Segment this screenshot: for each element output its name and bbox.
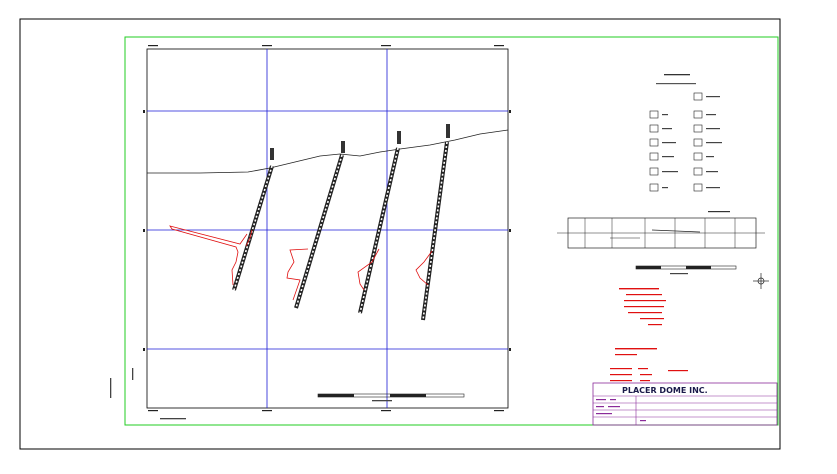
red-assay-plots <box>169 225 433 301</box>
drillhole-3 <box>358 131 401 314</box>
section-grid <box>147 49 508 408</box>
title-block: PLACER DOME INC. <box>592 382 778 426</box>
red-notes <box>610 288 688 382</box>
drillhole-2 <box>294 141 345 309</box>
company-name: PLACER DOME INC. <box>622 386 708 395</box>
green-border <box>124 36 779 426</box>
drillhole-1 <box>232 148 274 291</box>
plan-inset <box>557 211 769 289</box>
legend <box>649 74 722 192</box>
outer-border <box>19 18 781 450</box>
margin-labels <box>110 368 186 420</box>
grid-tick-labels <box>143 45 511 412</box>
topography-line <box>147 129 509 174</box>
drillhole-4 <box>421 124 450 321</box>
north-arrow-icon <box>753 273 769 289</box>
section-scale-bar <box>317 393 465 402</box>
section-frame <box>143 45 511 412</box>
